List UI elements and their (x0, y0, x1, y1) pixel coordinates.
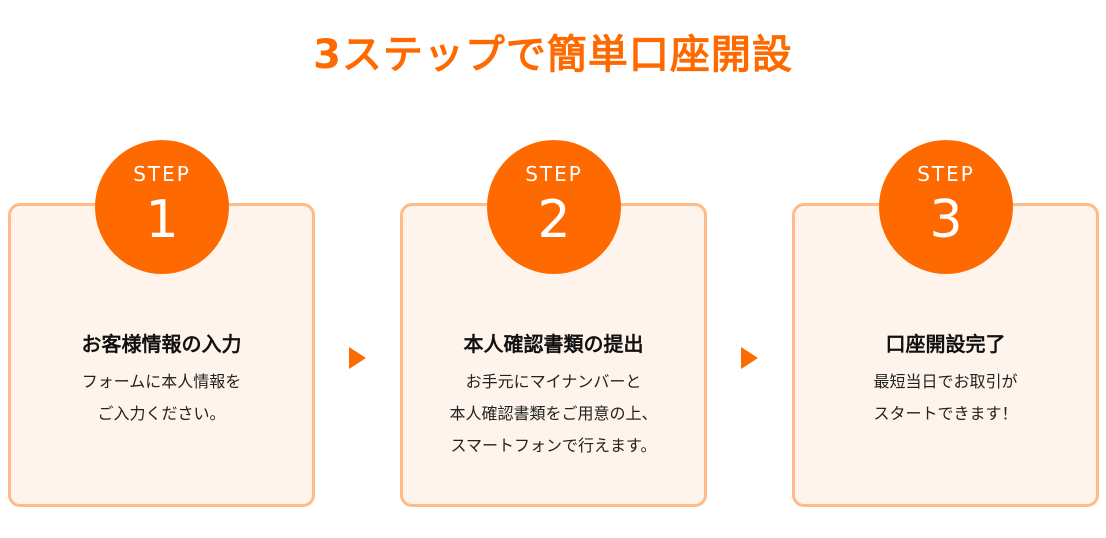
desc-line: スタートできます！ (873, 404, 1018, 423)
desc-line: 最短当日でお取引が (873, 372, 1018, 391)
desc-line: スマートフォンで行えます。 (450, 436, 657, 455)
arrow-right-icon (349, 347, 366, 369)
step-badge-1: STEP 1 (95, 140, 229, 274)
step-heading: 本人確認書類の提出 (463, 332, 644, 356)
step-label: STEP (917, 162, 975, 186)
step-badge-2: STEP 2 (487, 140, 621, 274)
step-number: 2 (537, 190, 571, 250)
step-badge-3: STEP 3 (879, 140, 1013, 274)
step-number: 3 (929, 190, 963, 250)
arrow-right-icon (741, 347, 758, 369)
step-number: 1 (145, 190, 179, 250)
desc-line: フォームに本人情報を (81, 372, 242, 391)
step-description: 最短当日でお取引が スタートできます！ (795, 366, 1096, 430)
desc-line: お手元にマイナンバーと (465, 372, 642, 391)
step-label: STEP (133, 162, 191, 186)
step-label: STEP (525, 162, 583, 186)
page-title: 3ステップで簡単口座開設 (313, 32, 793, 78)
step-description: お手元にマイナンバーと 本人確認書類をご用意の上、 スマートフォンで行えます。 (403, 366, 704, 462)
step-heading: お客様情報の入力 (81, 332, 242, 356)
desc-line: 本人確認書類をご用意の上、 (449, 404, 658, 423)
step-heading: 口座開設完了 (885, 332, 1006, 356)
desc-line: ご入力ください。 (97, 404, 226, 423)
step-description: フォームに本人情報を ご入力ください。 (11, 366, 312, 430)
